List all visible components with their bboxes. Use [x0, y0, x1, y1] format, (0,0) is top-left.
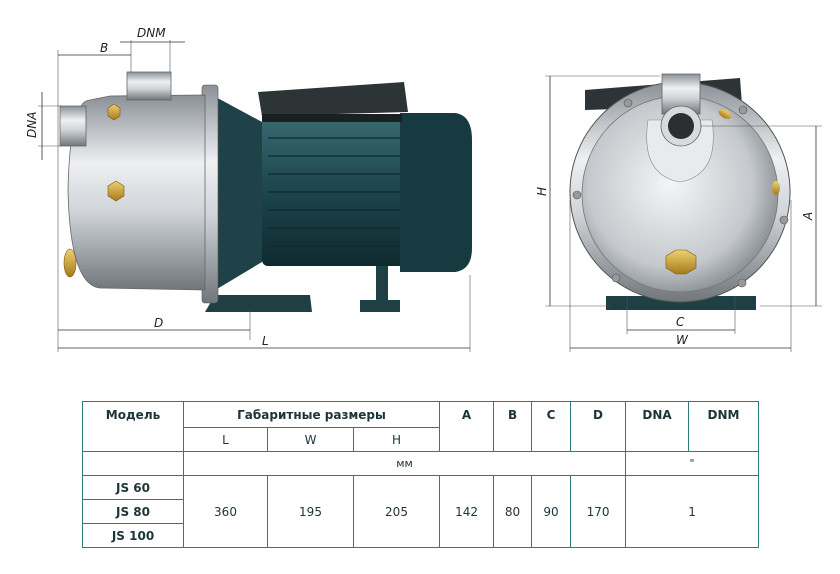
- front-dimensions: H A C W: [535, 75, 822, 352]
- value-l: 360: [183, 475, 268, 548]
- header-dnm: DNM: [688, 401, 760, 452]
- dim-label-b: B: [100, 41, 108, 55]
- value-a: 142: [439, 475, 495, 548]
- value-d: 170: [570, 475, 627, 548]
- header-b: B: [493, 401, 533, 452]
- value-dna-dnm: 1: [625, 475, 760, 548]
- dim-label-c: C: [676, 315, 685, 329]
- value-b: 80: [493, 475, 533, 548]
- header-d: D: [570, 401, 627, 452]
- value-c: 90: [531, 475, 572, 548]
- dim-label-d: D: [154, 316, 163, 330]
- technical-drawing: B DNM DNA D L: [25, 26, 822, 352]
- dim-label-l: L: [262, 334, 269, 348]
- header-dimensions: Габаритные размеры: [182, 401, 441, 428]
- dim-label-h: H: [535, 187, 549, 196]
- units-mm: мм: [182, 451, 627, 476]
- subheader-l: L: [183, 427, 268, 452]
- subheader-h: H: [352, 427, 441, 452]
- header-c: C: [531, 401, 572, 452]
- dim-label-a: A: [801, 212, 815, 221]
- dim-label-dnm: DNM: [137, 26, 166, 40]
- pump-side-view: [59, 71, 472, 312]
- header-model: Модель: [82, 401, 184, 452]
- dim-label-dna: DNA: [25, 112, 39, 138]
- spec-table: Модель Габаритные размеры A B C D DNA DN…: [82, 401, 760, 548]
- subheader-w: W: [267, 427, 354, 452]
- dim-label-w: W: [676, 333, 689, 347]
- value-w: 195: [267, 475, 354, 548]
- value-h: 205: [352, 475, 441, 548]
- pump-front-view: [569, 73, 791, 310]
- units-model-blank: [82, 451, 184, 476]
- side-dimensions: B DNM DNA D L: [25, 26, 471, 352]
- model-js80: JS 80: [82, 499, 184, 524]
- model-js60: JS 60: [82, 475, 184, 500]
- header-a: A: [439, 401, 495, 452]
- header-dna: DNA: [625, 401, 690, 452]
- units-inch: ": [625, 451, 760, 476]
- model-js100: JS 100: [82, 523, 184, 548]
